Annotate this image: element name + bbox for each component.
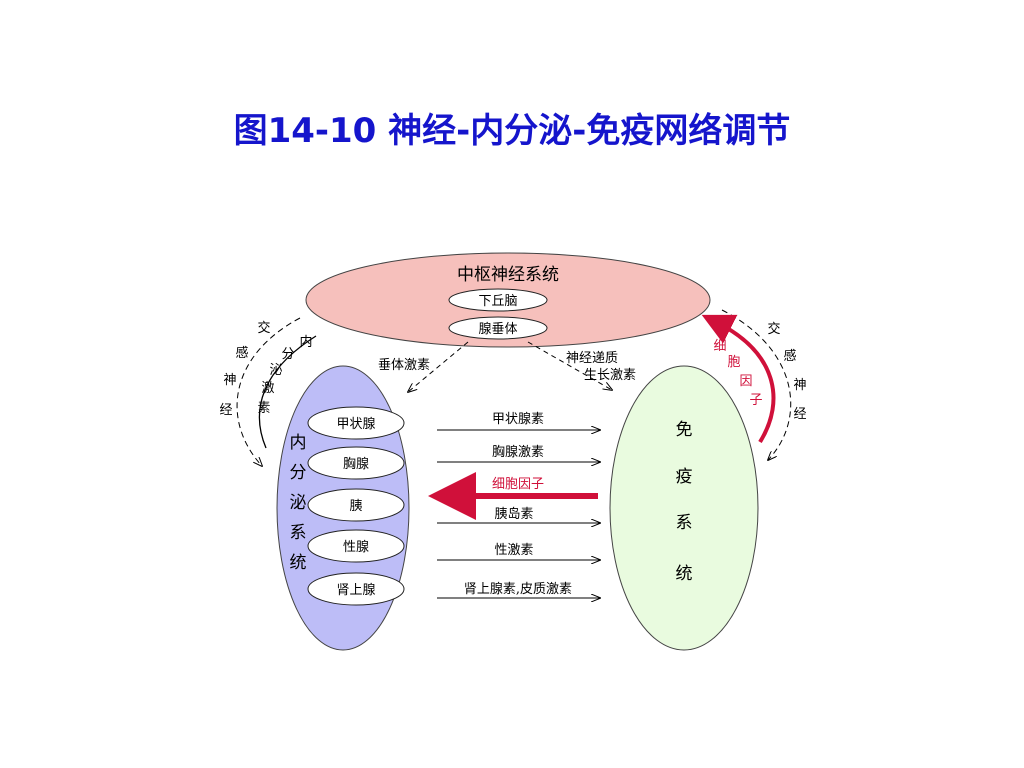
sympathetic-left-label: 交 感 神 经: [219, 320, 270, 418]
gland-gonad[interactable]: [307, 529, 405, 563]
endocrine-hormone-char: 素: [257, 401, 270, 416]
endocrine-hormone-char: 泌: [269, 363, 282, 378]
thyroid-hormone-label: 甲状腺素: [492, 412, 544, 427]
gland-adrenal-label: 肾上腺: [336, 583, 375, 598]
gland-pancreas-label: 胰: [349, 499, 362, 514]
gland-thyroid-label: 甲状腺: [336, 417, 375, 432]
endocrine-hormone-char: 内: [299, 334, 312, 350]
endocrine-hormone-char: 分: [281, 347, 294, 362]
sympathetic-right-char: 交: [767, 321, 780, 337]
endocrine-hormone-arc: [258, 335, 317, 449]
hypothalamus-label: 下丘脑: [478, 294, 517, 309]
growth-hormone-label: 生长激素: [584, 368, 636, 383]
cytokine-up-arc: [701, 314, 776, 444]
sex-hormone-label: 性激素: [494, 543, 533, 558]
immune-label: 免 疫 系 统: [676, 420, 693, 584]
gland-thymus[interactable]: [307, 446, 405, 480]
gland-pancreas[interactable]: [307, 488, 405, 522]
endocrine-label-char: 系: [290, 523, 307, 543]
gland-adrenal[interactable]: [307, 572, 405, 606]
pituitary-to-endocrine-arrow: [408, 341, 469, 392]
pituitary-label: 腺垂体: [478, 322, 517, 337]
page-title: 图14-10 神经-内分泌-免疫网络调节: [233, 111, 791, 151]
sympathetic-left-char: 交: [257, 320, 270, 336]
cytokine-label: 细胞因子: [492, 477, 544, 492]
sympathetic-right-char: 经: [793, 407, 806, 422]
sympathetic-right-label: 交 感 神 经: [767, 321, 806, 422]
endocrine-label-char: 分: [290, 463, 307, 483]
cytokine-up-char: 细: [713, 339, 726, 354]
gland-gonad-label: 性腺: [343, 540, 369, 555]
immune-label-char: 统: [676, 564, 693, 584]
endocrine-label-char: 内: [290, 433, 307, 453]
thymus-hormone-label: 胸腺激素: [492, 445, 544, 460]
insulin-label: 胰岛素: [494, 506, 533, 522]
sympathetic-left-char: 经: [219, 403, 232, 418]
cns-label: 中枢神经系统: [457, 265, 559, 285]
sympathetic-left-char: 感: [235, 345, 248, 361]
immune-label-char: 疫: [676, 467, 693, 487]
endocrine-label-char: 泌: [290, 493, 307, 513]
sympathetic-right-arc: [721, 309, 792, 460]
adrenal-hormone-label: 肾上腺素,皮质激素: [464, 582, 572, 597]
endocrine-hormone-label: 内 分 泌 激 素: [257, 334, 312, 416]
pituitary-to-immune-arrow: [527, 341, 612, 390]
sympathetic-right-char: 神: [793, 378, 806, 393]
cytokine-up-label: 细 胞 因 子: [713, 339, 762, 408]
hypothalamus-node[interactable]: [448, 288, 548, 312]
cytokine-up-char: 子: [749, 393, 762, 408]
pituitary-node[interactable]: [448, 316, 548, 340]
cytokine-up-char: 因: [739, 374, 752, 389]
immune-label-char: 系: [676, 513, 693, 533]
gland-thymus-label: 胸腺: [343, 457, 369, 472]
immune-ellipse: [609, 365, 759, 651]
cytokine-up-char: 胞: [727, 355, 740, 370]
endocrine-label: 内 分 泌 系 统: [290, 433, 307, 573]
neurotransmitter-label: 神经递质: [566, 351, 618, 366]
sympathetic-right-char: 感: [783, 348, 796, 364]
sympathetic-left-char: 神: [223, 373, 236, 388]
endocrine-label-char: 统: [290, 553, 307, 573]
pituitary-hormones-label: 垂体激素: [378, 358, 430, 373]
immune-label-char: 免: [676, 420, 693, 440]
gland-thyroid[interactable]: [307, 406, 405, 440]
endocrine-hormone-char: 激: [261, 381, 274, 396]
